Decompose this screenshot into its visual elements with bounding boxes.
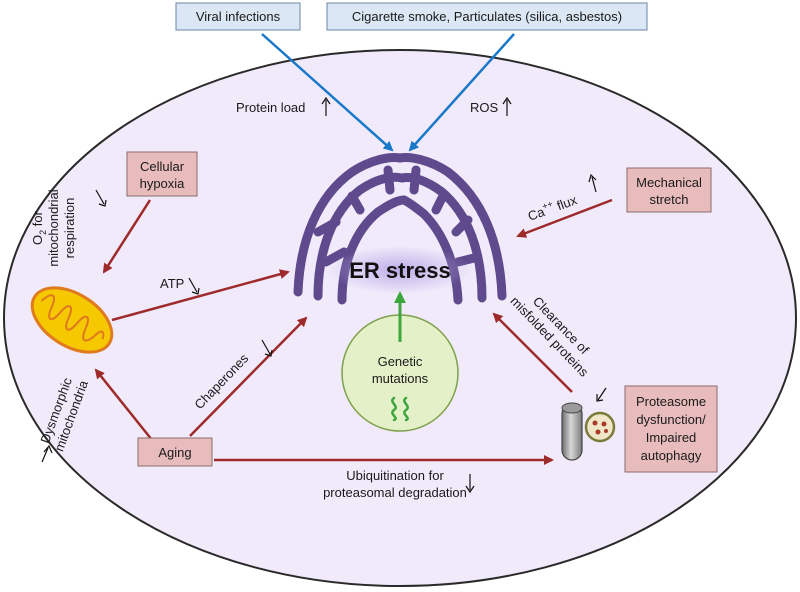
aging-to-er-arrow — [189, 316, 308, 437]
proteasome-label-line2: dysfunction/ — [636, 412, 706, 427]
cellular-hypoxia-box — [126, 151, 198, 197]
atp-down-arrow-icon — [188, 277, 200, 295]
viral-to-er-arrow — [261, 33, 394, 152]
protein-load-label: Protein load — [236, 100, 305, 115]
viral-infections-label: Viral infections — [196, 9, 281, 24]
cellular-hypoxia-label-line1: Cellular — [140, 159, 185, 174]
ros-up-arrow-icon — [502, 96, 512, 116]
o2-respiration-label: O2 for mitochondrial respiration — [30, 189, 77, 266]
proteasome-to-er-arrow — [492, 312, 573, 393]
ubiquitination-label-line2: proteasomal degradation — [323, 485, 467, 500]
genetic-mutations-label-line2: mutations — [372, 371, 429, 386]
genetic-mutations-label-line1: Genetic — [378, 354, 423, 369]
proteasome-dysfunction-box — [624, 385, 718, 473]
ubiquitination-label-line1: Ubiquitination for — [346, 468, 444, 483]
cellular-hypoxia-label-line2: hypoxia — [140, 176, 186, 191]
autophagosome-icon — [584, 411, 616, 443]
svg-text:respiration: respiration — [62, 198, 77, 259]
dna-icon — [391, 396, 409, 422]
proteasome-label-line1: Proteasome — [636, 394, 706, 409]
proteasome-label-line3: Impaired — [646, 430, 697, 445]
aging-box — [137, 437, 213, 467]
smoke-particulates-label: Cigarette smoke, Particulates (silica, a… — [352, 9, 622, 24]
mitochondrion-icon — [30, 286, 114, 354]
o2-down-arrow-icon — [95, 189, 107, 207]
aging-to-mitochondria-arrow — [94, 368, 153, 441]
ca-flux-up-arrow-icon — [588, 173, 597, 193]
atp-label: ATP — [160, 276, 184, 291]
viral-infections-box — [175, 2, 301, 31]
aging-label: Aging — [158, 445, 191, 460]
svg-text:mitochondrial: mitochondrial — [46, 189, 61, 266]
ros-label: ROS — [470, 100, 499, 115]
protein-load-up-arrow-icon — [321, 96, 331, 116]
ca-flux-label: Ca++ flux — [525, 190, 579, 224]
mechanical-stretch-label-line1: Mechanical — [636, 175, 702, 190]
chaperones-down-arrow-icon — [261, 339, 273, 357]
svg-text:O2 for: O2 for — [30, 210, 48, 245]
mitochondria-to-er-arrow — [111, 269, 290, 322]
hypoxia-to-mitochondria-arrow — [102, 199, 152, 274]
stretch-to-er-arrow — [516, 198, 613, 238]
mechanical-stretch-box — [626, 167, 712, 213]
clearance-down-arrow-icon — [596, 387, 607, 402]
smoke-particulates-box — [326, 2, 648, 31]
mechanical-stretch-label-line2: stretch — [649, 192, 688, 207]
ubiquitination-down-arrow-icon — [465, 474, 475, 494]
proteasome-icon — [561, 402, 583, 461]
proteasome-label-line4: autophagy — [641, 448, 702, 463]
dysmorphic-up-arrow-icon — [41, 444, 53, 463]
smoke-to-er-arrow — [408, 33, 515, 152]
er-stress-label: ER stress — [349, 258, 451, 283]
